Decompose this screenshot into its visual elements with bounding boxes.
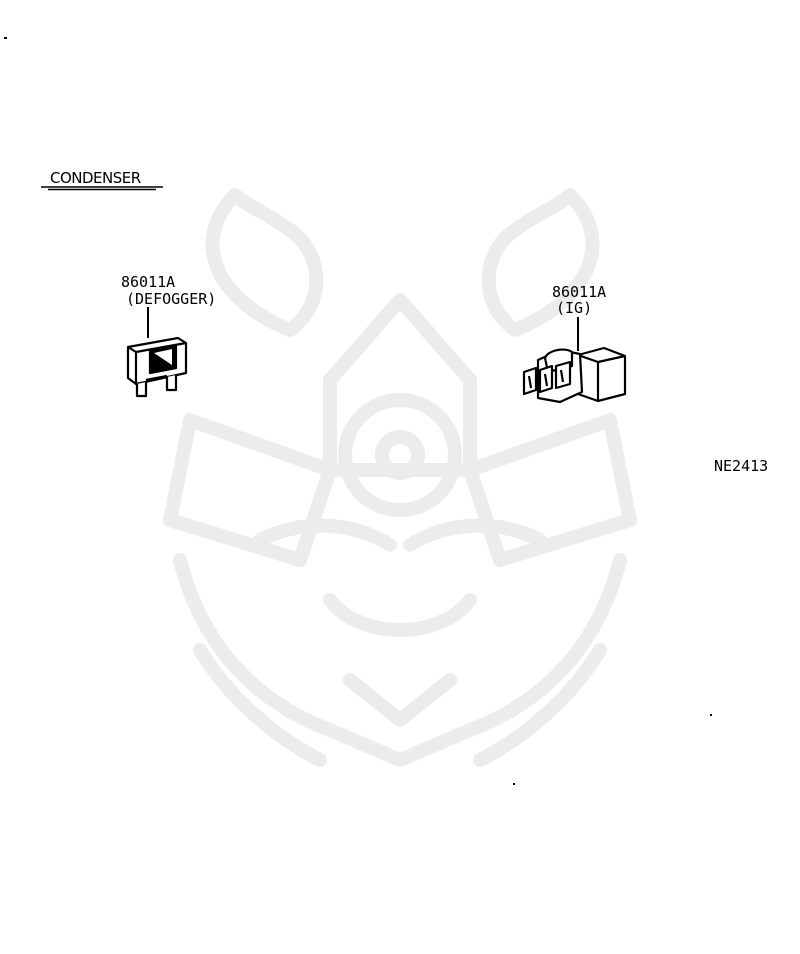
part-note-ig: (IG) (556, 299, 593, 317)
watermark-logo (163, 188, 637, 767)
scan-specks (4, 37, 712, 785)
part-number-defogger: 86011A (121, 273, 176, 291)
figure-code: NE2413 (714, 457, 769, 475)
part-number-ig: 86011A (552, 283, 607, 301)
fuse-defogger-illustration (126, 336, 188, 398)
part-note-defogger: (DEFOGGER) (126, 290, 217, 308)
section-title: CONDENSER (50, 169, 141, 187)
title-underline (41, 186, 163, 191)
relay-ig-illustration (522, 346, 627, 404)
